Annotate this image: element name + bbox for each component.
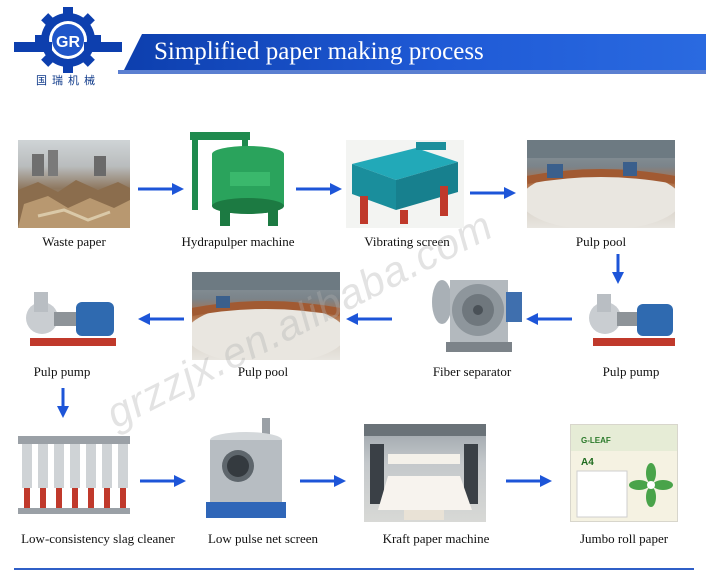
page-title: Simplified paper making process bbox=[154, 38, 484, 65]
company-logo: GR bbox=[12, 6, 124, 88]
fiber-separator-image bbox=[420, 272, 524, 360]
arrow-right-icon bbox=[506, 475, 552, 487]
step-label-vibrating-screen: Vibrating screen bbox=[364, 234, 450, 249]
product-brand: G-LEAF bbox=[581, 436, 611, 445]
arrow-left-icon bbox=[526, 313, 572, 325]
pulp-pump-image bbox=[22, 286, 122, 362]
gear-logo-icon: GR bbox=[14, 7, 122, 73]
step-label-slag-cleaner: Low-consistency slag cleaner bbox=[21, 531, 175, 546]
arrow-down-icon bbox=[57, 388, 69, 418]
step-label-pulp-pump: Pulp pump bbox=[33, 364, 91, 379]
arrow-right-icon bbox=[140, 475, 186, 487]
step-label-fiber-separator: Fiber separator bbox=[432, 364, 512, 379]
arrow-right-icon bbox=[138, 183, 184, 195]
step-label-pulp-pump: Pulp pump bbox=[602, 364, 660, 379]
product-size: A4 bbox=[581, 457, 594, 468]
vibrating-screen-image bbox=[346, 140, 464, 228]
arrow-right-icon bbox=[296, 183, 342, 195]
pulp-pump-image bbox=[585, 288, 681, 362]
arrow-right-icon bbox=[300, 475, 346, 487]
step-label-hydrapulper: Hydrapulper machine bbox=[181, 234, 295, 249]
logo-subtitle: 国瑞机械 bbox=[36, 74, 100, 87]
hydrapulper-image bbox=[190, 128, 290, 228]
jumbo-roll-paper-image: G-LEAF A4 bbox=[570, 424, 678, 522]
title-bar bbox=[124, 34, 706, 70]
slag-cleaner-image bbox=[18, 428, 130, 522]
arrow-down-icon bbox=[612, 254, 624, 284]
step-label-waste-paper: Waste paper bbox=[42, 234, 106, 249]
step-label-jumbo-roll-paper: Jumbo roll paper bbox=[579, 531, 669, 546]
pulp-pool-image bbox=[192, 272, 340, 360]
waste-paper-image bbox=[18, 140, 130, 228]
pulp-pool-image bbox=[527, 140, 675, 228]
bottom-divider bbox=[14, 568, 694, 570]
step-label-pulp-pool: Pulp pool bbox=[575, 234, 627, 249]
logo-initials: GR bbox=[56, 34, 80, 51]
step-label-kraft-paper-machine: Kraft paper machine bbox=[382, 531, 490, 546]
kraft-paper-machine-image bbox=[364, 424, 486, 522]
net-screen-image bbox=[200, 418, 294, 522]
step-label-net-screen: Low pulse net screen bbox=[207, 531, 319, 546]
arrow-left-icon bbox=[138, 313, 184, 325]
arrow-right-icon bbox=[470, 187, 516, 199]
title-bar-shadow bbox=[118, 70, 706, 74]
step-label-pulp-pool: Pulp pool bbox=[237, 364, 289, 379]
arrow-left-icon bbox=[346, 313, 392, 325]
